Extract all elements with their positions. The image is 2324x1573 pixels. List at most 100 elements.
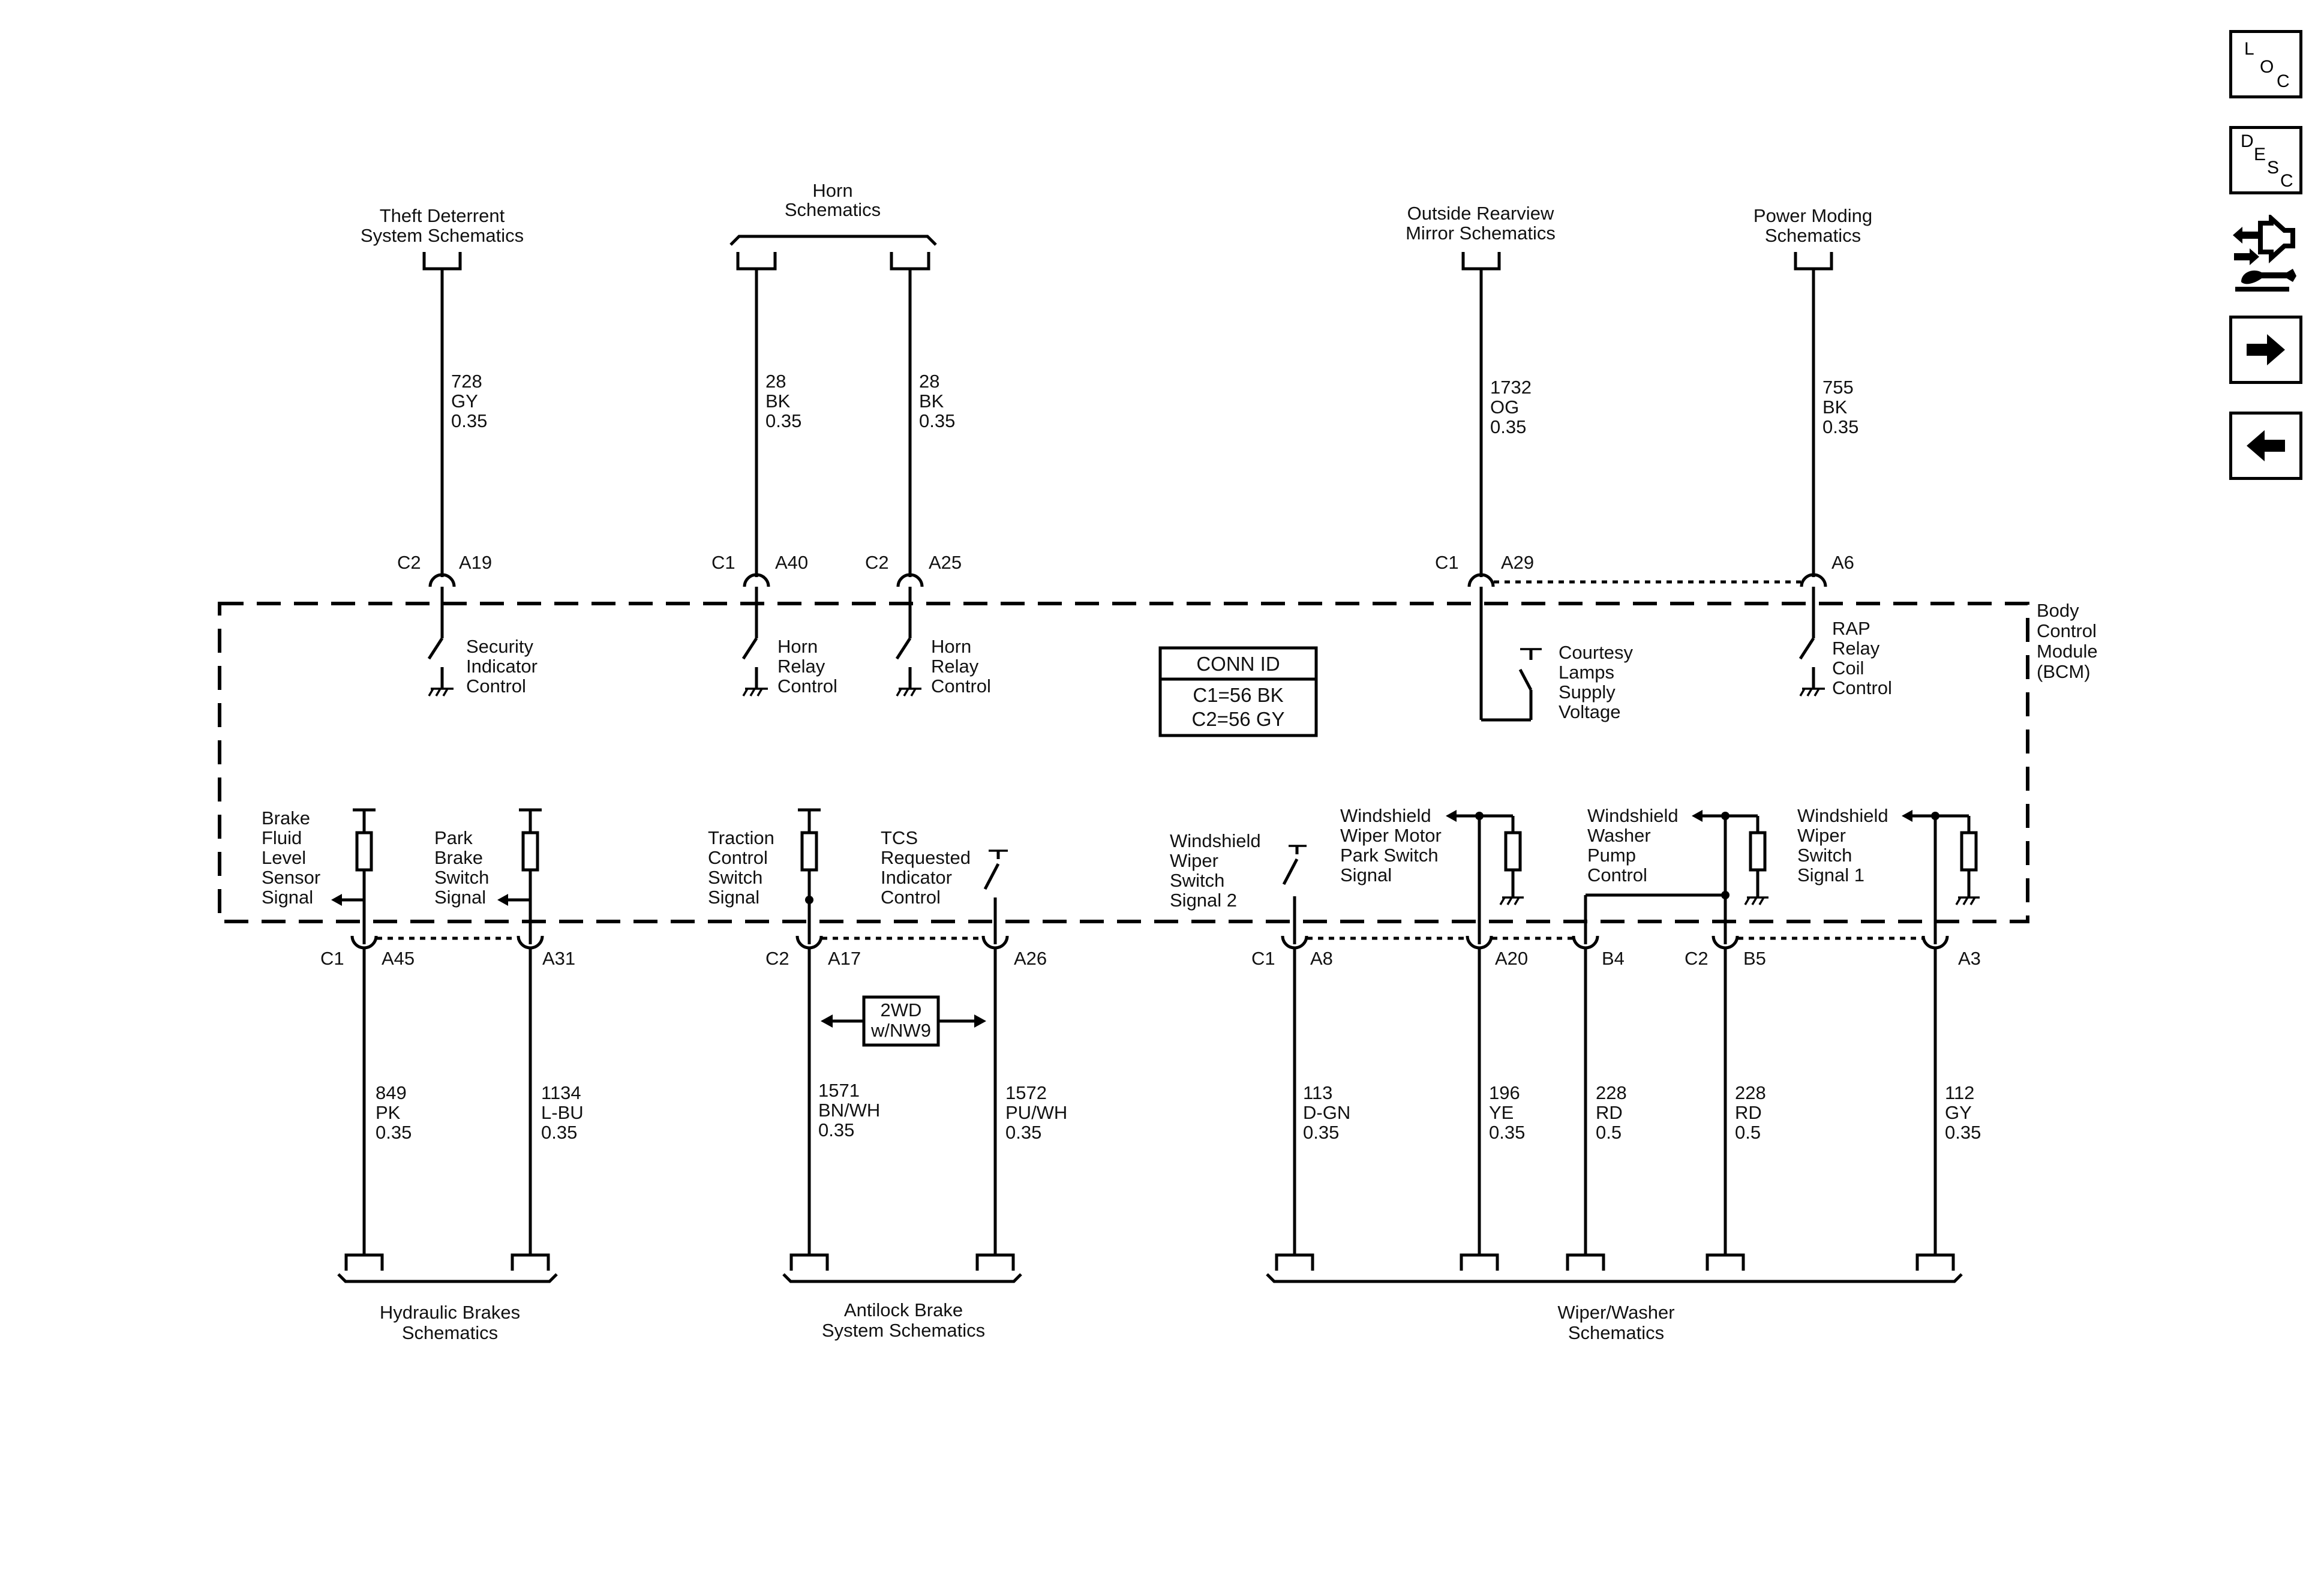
wire-segment bbox=[350, 935, 378, 950]
diagram-label: (BCM) bbox=[2037, 661, 2091, 682]
wire-segment bbox=[742, 688, 749, 697]
diagram-label: GY bbox=[1945, 1102, 1972, 1123]
desc-letter-d: D bbox=[2241, 131, 2254, 151]
diagram-label: Horn bbox=[777, 636, 818, 657]
wire-segment bbox=[800, 831, 818, 872]
diagram-label: Traction bbox=[708, 827, 774, 848]
diagram-label: Control bbox=[777, 676, 837, 697]
diagram-label: RD bbox=[1735, 1102, 1762, 1123]
wire-segment bbox=[729, 235, 937, 246]
arrow-left-icon bbox=[2247, 430, 2285, 461]
wire-segment bbox=[896, 573, 924, 587]
ref-theft-deterrent[interactable]: Theft Deterrent System Schematics bbox=[361, 205, 524, 271]
diagram-label: Coil bbox=[1832, 658, 1864, 679]
wire-segment bbox=[1915, 1253, 1955, 1271]
loc-letter-l: L bbox=[2244, 39, 2254, 59]
diagram-label: Relay bbox=[777, 656, 825, 677]
wire-segment bbox=[337, 1273, 558, 1283]
diagram-label: Security bbox=[466, 636, 533, 657]
wire-segment bbox=[983, 863, 1000, 890]
diagram-label: PK bbox=[376, 1102, 401, 1123]
ref-power-moding[interactable]: Power Moding Schematics bbox=[1753, 205, 1872, 271]
next-page-button[interactable] bbox=[2229, 316, 2302, 384]
diagram-label: Supply bbox=[1559, 682, 1616, 703]
top-connector-arcs bbox=[428, 573, 1827, 587]
arrow-right-icon bbox=[2247, 334, 2285, 365]
wire-segment bbox=[1799, 688, 1806, 697]
diagram-label: Outside Rearview bbox=[1407, 203, 1554, 224]
diagram-label: Windshield bbox=[1170, 830, 1261, 851]
wire-segment bbox=[1800, 573, 1827, 587]
diagram-label: 1134 bbox=[541, 1082, 581, 1103]
bottom-internal-circuits bbox=[331, 808, 1980, 944]
wire-segment bbox=[521, 831, 539, 872]
ref-outside-mirror[interactable]: Outside Rearview Mirror Schematics bbox=[1406, 203, 1556, 271]
wire-segment bbox=[422, 252, 462, 271]
diagram-label: A19 bbox=[459, 552, 492, 573]
diagram-label: Brake bbox=[262, 807, 310, 828]
diagram-label: C1 bbox=[1251, 948, 1275, 969]
diagram-label: Windshield bbox=[1587, 805, 1679, 826]
wire-segment bbox=[442, 688, 449, 697]
ref-antilock-brake[interactable]: Antilock Brake System Schematics bbox=[782, 1273, 1022, 1341]
diagram-label: A29 bbox=[1501, 552, 1534, 573]
top-function-labels: Security Indicator Control Horn Relay Co… bbox=[466, 618, 1892, 722]
wire-segment bbox=[1514, 897, 1520, 905]
diagram-label: Sensor bbox=[262, 867, 320, 888]
wire-segment bbox=[1518, 668, 1533, 691]
bottom-connector-arcs bbox=[350, 935, 1949, 950]
wire-segment bbox=[862, 995, 940, 1047]
diagram-label: A17 bbox=[828, 948, 861, 969]
bottom-circuit-labels: 849 PK 0.35 1134 L-BU 0.35 1571 BN/WH 0.… bbox=[376, 1080, 1981, 1143]
diagram-label: A40 bbox=[775, 552, 808, 573]
wire-segment bbox=[1281, 935, 1308, 950]
diagram-label: Relay bbox=[1832, 638, 1880, 659]
ref-hydraulic-brakes[interactable]: Hydraulic Brakes Schematics bbox=[337, 1273, 558, 1343]
diagram-label: 228 bbox=[1735, 1082, 1766, 1103]
desc-button[interactable]: D E S C bbox=[2229, 126, 2302, 194]
ref-horn[interactable]: Horn Schematics bbox=[729, 180, 937, 271]
wire-segment bbox=[1275, 1253, 1314, 1271]
wire-segment bbox=[1461, 252, 1501, 271]
diagram-label: Theft Deterrent bbox=[380, 205, 505, 226]
bottom-function-labels: Brake Fluid Level Sensor Signal Park Bra… bbox=[262, 805, 1888, 911]
wire-segment bbox=[795, 935, 823, 950]
wire-segment bbox=[1572, 935, 1599, 950]
diagram-label: C2 bbox=[865, 552, 889, 573]
diagram-label: 0.35 bbox=[765, 410, 801, 431]
wire-segment bbox=[1960, 831, 1978, 872]
bottom-pin-labels: C1 A45 A31 C2 A17 A26 C1 A8 A20 B4 C2 B5… bbox=[320, 948, 1981, 969]
diagram-label: Module bbox=[2037, 641, 2098, 662]
wire-segment bbox=[1955, 897, 1962, 905]
diagram-label: 0.35 bbox=[376, 1122, 412, 1143]
diagram-label: Relay bbox=[931, 656, 979, 677]
connector-wrench-icon[interactable] bbox=[2229, 212, 2302, 295]
diagram-label: RAP bbox=[1832, 618, 1870, 639]
diagram-label: BK bbox=[765, 391, 791, 412]
loc-button[interactable]: L O C bbox=[2229, 30, 2302, 98]
previous-page-button[interactable] bbox=[2229, 412, 2302, 480]
diagram-label: 0.35 bbox=[1303, 1122, 1339, 1143]
diagram-label: 755 bbox=[1822, 377, 1854, 398]
diagram-label: Signal bbox=[434, 887, 486, 908]
diagram-label: Control bbox=[881, 887, 941, 908]
wire-segment bbox=[1749, 831, 1767, 872]
wire-segment bbox=[1692, 810, 1703, 822]
diagram-label: Mirror Schematics bbox=[1406, 223, 1556, 244]
diagram-label: System Schematics bbox=[822, 1320, 985, 1341]
diagram-label: 228 bbox=[1596, 1082, 1627, 1103]
diagram-label: w/NW9 bbox=[870, 1020, 931, 1041]
wire-segment bbox=[1902, 810, 1912, 822]
diagram-label: BN/WH bbox=[818, 1100, 880, 1121]
wire-segment bbox=[890, 252, 930, 271]
desc-letter-s: S bbox=[2267, 158, 2280, 178]
diagram-label: Control bbox=[1832, 677, 1892, 698]
diagram-label: C1 bbox=[1435, 552, 1459, 573]
wire-segment bbox=[896, 688, 902, 697]
diagram-label: 0.5 bbox=[1596, 1122, 1622, 1143]
ref-wiper-washer[interactable]: Wiper/Washer Schematics bbox=[1266, 1273, 1963, 1343]
wire-segment bbox=[435, 688, 442, 697]
diagram-label: 0.35 bbox=[1489, 1122, 1525, 1143]
wire-segment bbox=[1506, 897, 1513, 905]
diagram-label: 1572 bbox=[1005, 1082, 1047, 1103]
